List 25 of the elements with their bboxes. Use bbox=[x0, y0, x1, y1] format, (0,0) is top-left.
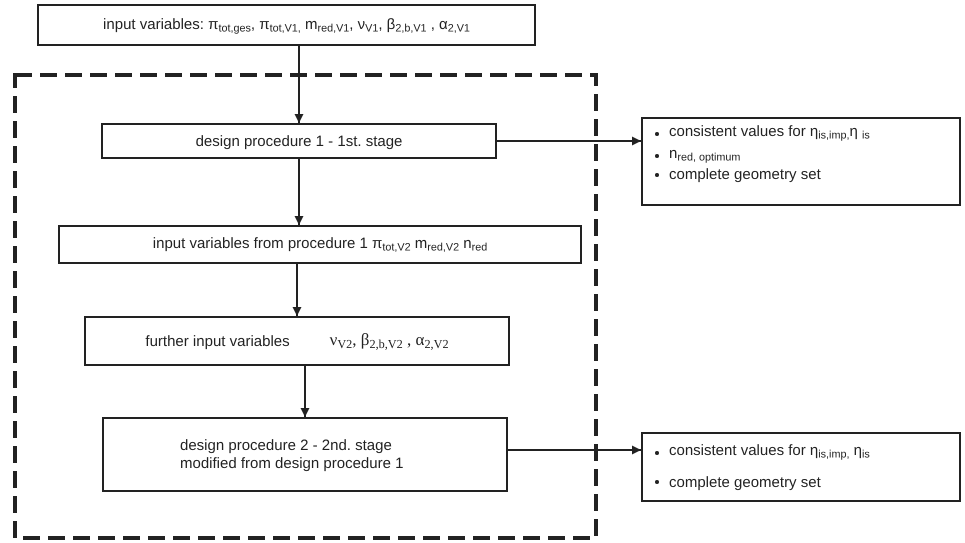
arrow bbox=[300, 366, 310, 417]
bullet-item: n$_{red, optimum}$ bbox=[669, 144, 740, 166]
arrow bbox=[294, 159, 304, 225]
result-box bbox=[641, 432, 961, 502]
arrow bbox=[508, 446, 641, 454]
dashed-frame bbox=[13, 73, 598, 540]
bullet-item: consistent values for η$_{is,imp,}$ η$_{is}$ bbox=[669, 442, 870, 463]
node-text: input variables from procedure 1 π$_{tot,V2}$ m$_{red,V2}$ n$_{red}$ bbox=[152, 235, 488, 254]
process-box bbox=[102, 417, 508, 492]
bullet-item: complete geometry set bbox=[669, 474, 821, 491]
arrow bbox=[497, 136, 641, 146]
bullet-item: complete geometry set bbox=[669, 166, 821, 184]
input-box bbox=[58, 225, 582, 264]
node-text: input variables: π$_{tot,ges}$, π$_{tot,V1,}$ m$_{red,V1}$, ν$_{V1}$, β$_{2,b,V1}$ , α$_{2,V1}$ bbox=[103, 16, 470, 34]
arrow bbox=[292, 264, 302, 316]
node-text: design procedure 1 - 1st. stage bbox=[196, 132, 402, 150]
node-text: further input variables bbox=[145, 332, 290, 350]
input-box bbox=[84, 316, 510, 366]
variable-list: ν$_{V2}$, β$_{2,b,V2}$ , α$_{2,V2}$ bbox=[330, 330, 449, 352]
result-box bbox=[641, 117, 961, 206]
bullet-item: consistent values for η$_{is,imp,}$η $_{is}$ bbox=[669, 123, 870, 144]
arrow bbox=[294, 46, 304, 123]
input-box bbox=[37, 4, 536, 46]
process-box bbox=[101, 123, 497, 159]
node-text: design procedure 2 - 2nd. stage modified from design procedure 1 bbox=[180, 436, 404, 472]
